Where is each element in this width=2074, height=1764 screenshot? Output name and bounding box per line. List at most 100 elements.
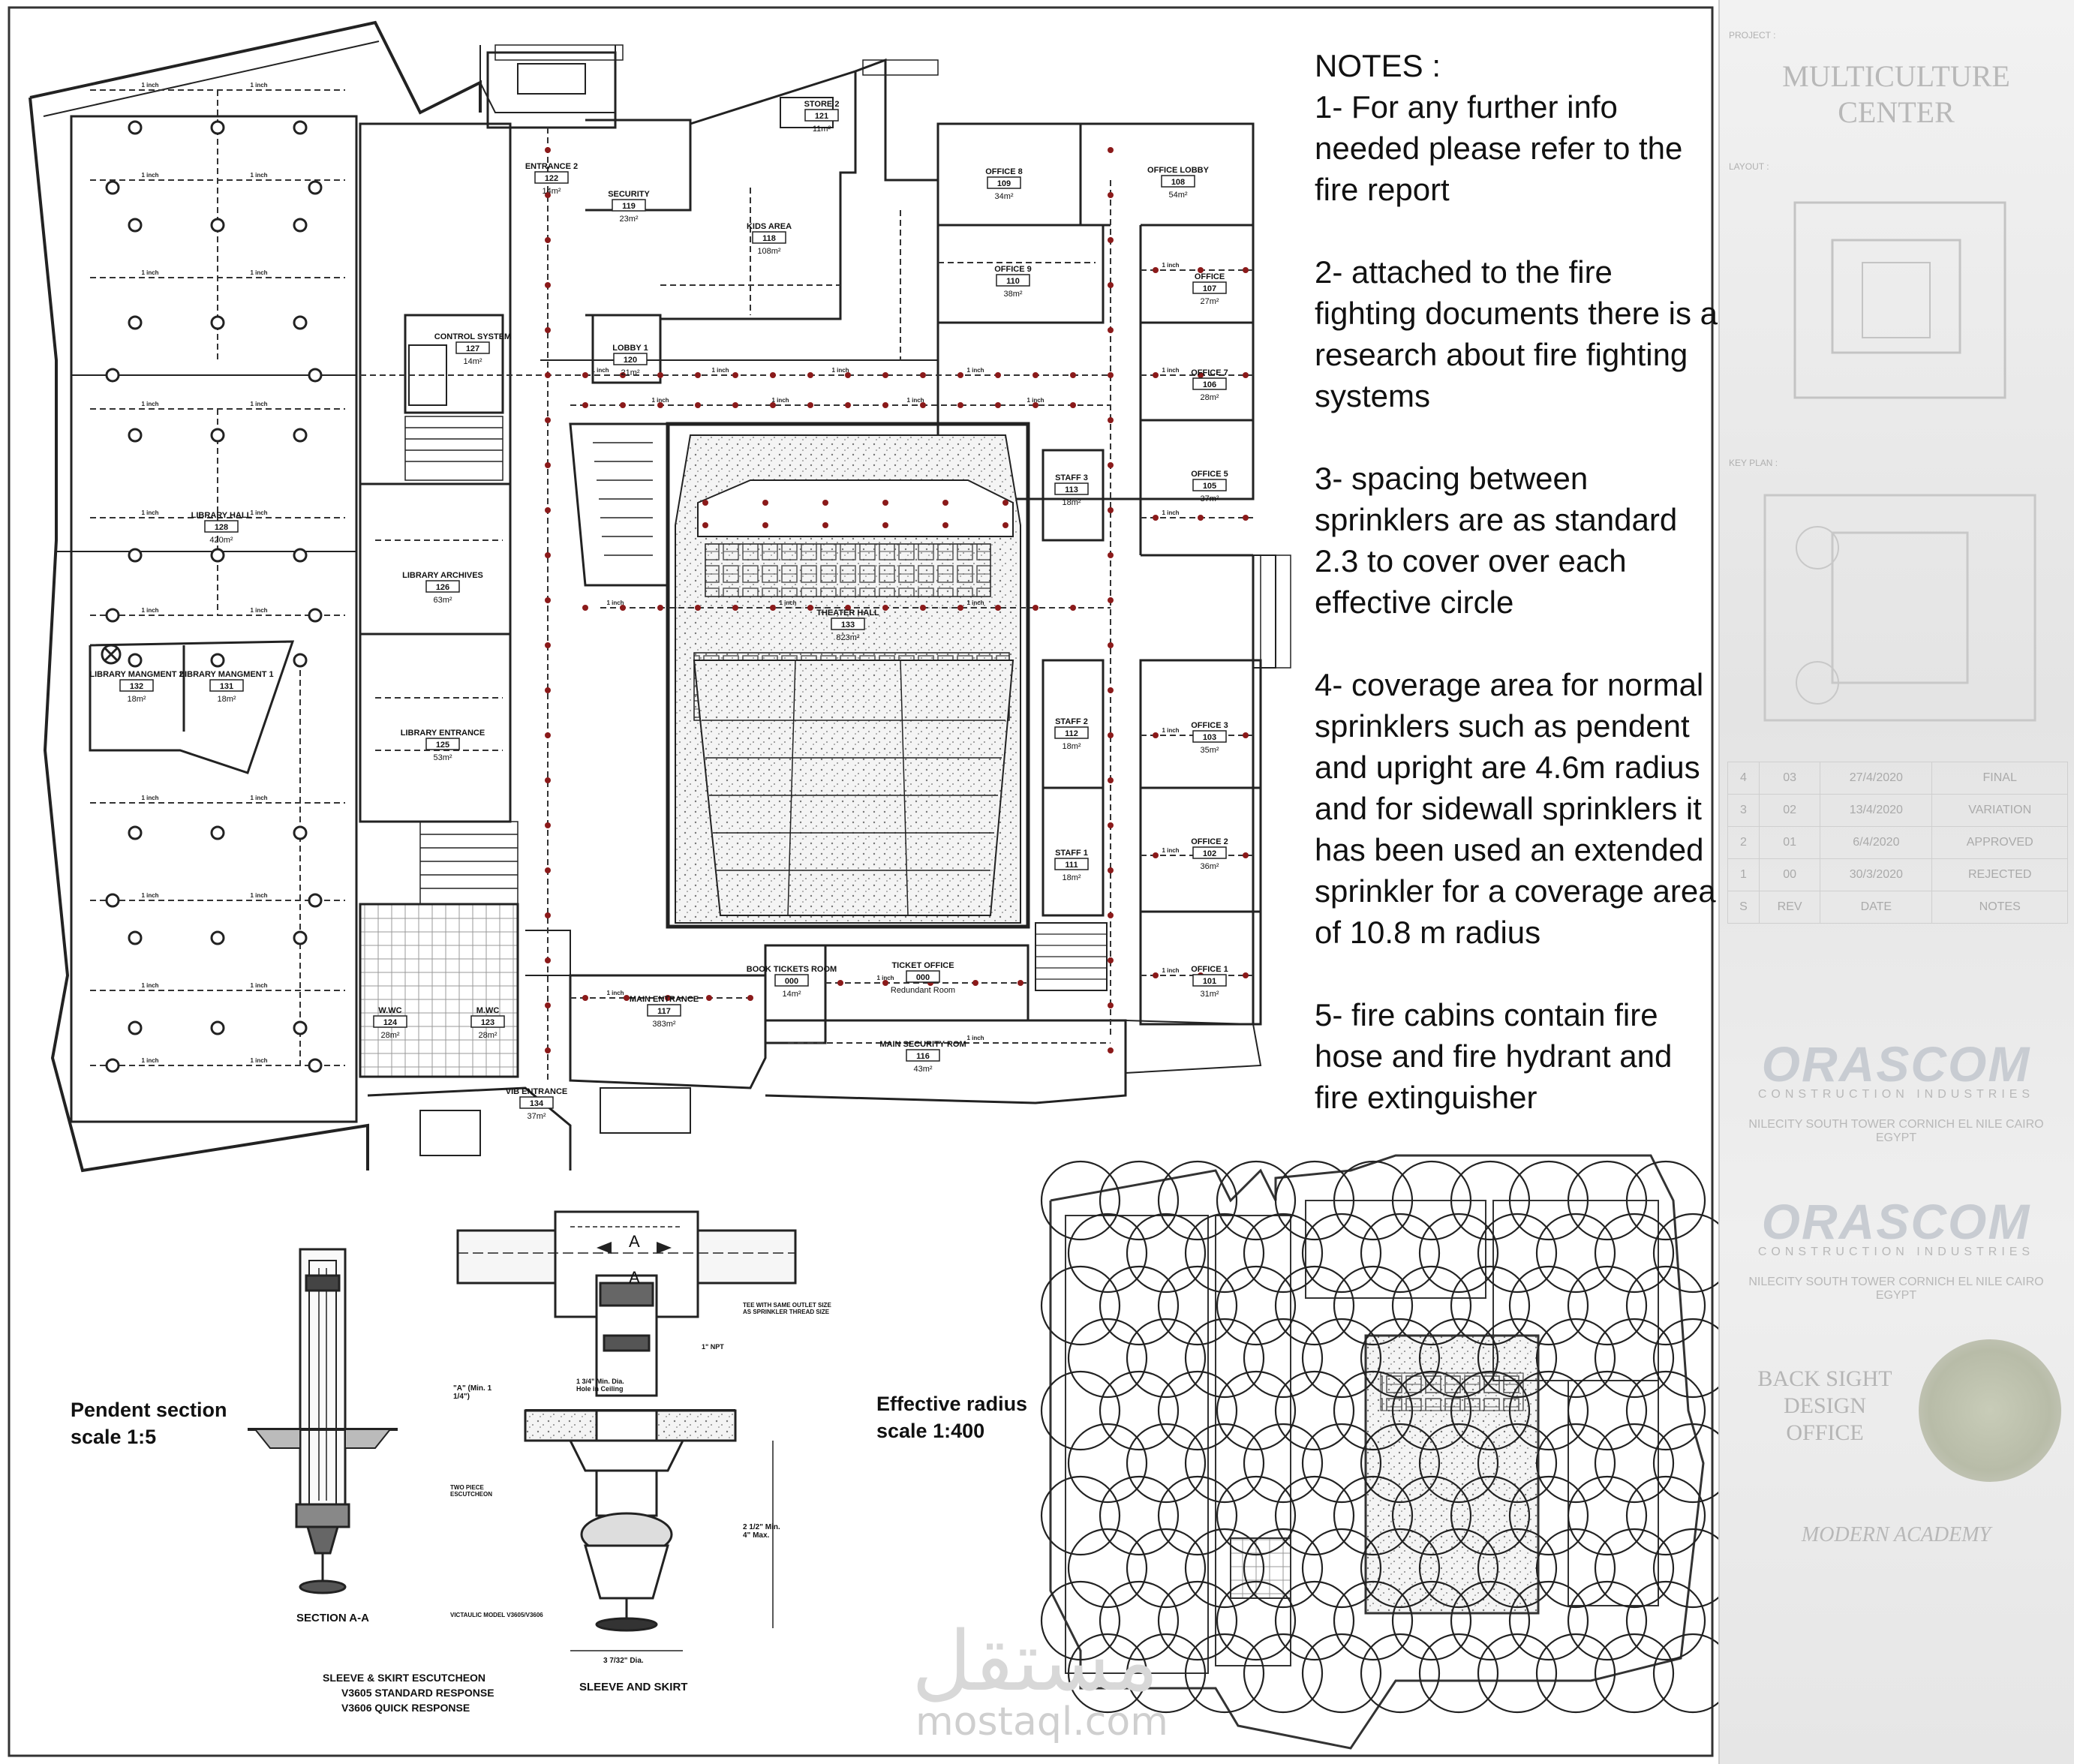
dim-npt-label: 1" NPT <box>702 1343 724 1351</box>
sprinkler-head-icon <box>545 192 551 198</box>
revision-cell: DATE <box>1820 891 1933 924</box>
coverage-circle <box>1594 1423 1675 1504</box>
coverage-circle <box>1274 1580 1355 1661</box>
coverage-circle <box>1067 1318 1148 1399</box>
room-area: 18m² <box>127 695 146 704</box>
coverage-circle <box>1360 1423 1441 1504</box>
coverage-circle <box>1067 1633 1148 1714</box>
sprinkler-head-icon <box>1243 972 1249 978</box>
room-number: 124 <box>383 1018 398 1027</box>
sprinkler-head-icon <box>210 930 225 945</box>
keyplan-label: KEY PLAN : <box>1729 458 1778 468</box>
sprinkler-head-icon <box>545 507 551 513</box>
room-number-box <box>425 580 460 593</box>
sprinkler-head-icon <box>210 428 225 443</box>
sprinkler-head-icon <box>308 368 323 383</box>
coverage-circle <box>1567 1580 1648 1661</box>
room-number-box <box>774 974 809 987</box>
note-2: 2- attached to the fire fighting documen… <box>1315 254 1718 413</box>
room-area: 823m² <box>836 633 860 642</box>
coverage-circle <box>1126 1318 1207 1399</box>
sprinkler-head-icon <box>1243 515 1249 521</box>
coverage-circle <box>1391 1160 1472 1241</box>
room-number-box <box>1192 377 1227 390</box>
effective-radius-scale: scale 1:400 <box>876 1420 985 1442</box>
coverage-circle <box>1450 1160 1531 1241</box>
sprinkler-head-icon <box>545 327 551 333</box>
coverage-circle <box>1184 1633 1265 1714</box>
notes-heading: NOTES : <box>1315 48 1441 83</box>
pipe-size-label: 1 inch <box>966 1035 984 1041</box>
coverage-circle <box>1099 1265 1180 1346</box>
sprinkler-head-icon <box>1198 515 1204 521</box>
sprinkler-head-icon <box>1108 822 1114 828</box>
room-name: LOBBY 1 <box>612 344 648 353</box>
coverage-circle <box>1216 1370 1297 1451</box>
sprinkler-head-icon <box>657 402 663 408</box>
room-name: SECURITY <box>608 190 650 199</box>
sprinkler-head-icon <box>822 500 828 506</box>
pipe-size-label: 1 inch <box>711 367 729 374</box>
coverage-circle <box>1301 1213 1382 1294</box>
coverage-circle <box>1333 1370 1414 1451</box>
coverage-circle <box>1594 1528 1675 1609</box>
room-number-box <box>996 274 1030 287</box>
coverage-circle <box>1360 1213 1441 1294</box>
sprinkler-head-icon <box>837 980 843 986</box>
pipe-size-label: 1 inch <box>606 600 624 606</box>
room-number-box <box>906 1049 940 1062</box>
room-number: 127 <box>466 344 479 353</box>
room-number: 113 <box>1065 485 1078 494</box>
sprinkler-head-icon <box>545 597 551 603</box>
sprinkler-head-icon <box>545 687 551 693</box>
sprinkler-head-icon <box>882 500 888 506</box>
sprinkler-head-icon <box>308 608 323 623</box>
room-number: 102 <box>1203 849 1216 858</box>
room-area: 18m² <box>1062 498 1081 507</box>
room-area: 18m² <box>1062 873 1081 882</box>
sprinkler-head-icon <box>882 522 888 528</box>
sprinkler-head-icon <box>1108 192 1114 198</box>
coverage-circle <box>1418 1213 1499 1294</box>
sprinkler-head-icon <box>545 867 551 873</box>
sleeve-title-1: SLEEVE & SKIRT ESCUTCHEON <box>323 1672 486 1684</box>
coverage-circle <box>1040 1160 1121 1241</box>
title-block: PROJECT : MULTICULTURE CENTER LAYOUT : K… <box>1718 0 2074 1764</box>
coverage-circle <box>1184 1213 1265 1294</box>
room-number: 103 <box>1203 733 1216 742</box>
sprinkler-head-icon <box>845 372 851 378</box>
room-area: 383m² <box>652 1020 676 1029</box>
room-number-box <box>1054 858 1089 870</box>
coverage-circle <box>1535 1318 1616 1399</box>
floor-plan <box>29 20 1291 1173</box>
dim-dia-label: 3 7/32" Dia. <box>603 1657 644 1665</box>
coverage-circle <box>1157 1265 1238 1346</box>
sprinkler-head-icon <box>770 605 776 611</box>
room-name: OFFICE 3 <box>1191 721 1228 730</box>
room-area: 54m² <box>1168 191 1187 200</box>
room-number-box <box>1192 846 1227 859</box>
sprinkler-head-icon <box>582 995 588 1001</box>
sprinkler-head-icon <box>105 608 120 623</box>
sprinkler-head-icon <box>128 428 143 443</box>
room-number-box <box>1054 482 1089 495</box>
sprinkler-head-icon <box>1198 267 1204 273</box>
sprinkler-head-icon <box>920 605 926 611</box>
room-number: 108 <box>1171 178 1185 187</box>
room-number: 111 <box>1065 861 1078 870</box>
coverage-circle <box>1126 1423 1207 1504</box>
watermark-arabic: مستقل <box>912 1613 1159 1709</box>
small-sprinkler-heads <box>545 147 1249 1053</box>
room-area: 18m² <box>1062 742 1081 751</box>
pipe-size-label: 1 inch <box>651 397 669 404</box>
coverage-circle <box>1243 1318 1324 1399</box>
revision-cell: NOTES <box>1931 891 2068 924</box>
sprinkler-head-icon <box>1108 327 1114 333</box>
coverage-circle <box>1594 1318 1675 1399</box>
sprinkler-head-icon <box>845 605 851 611</box>
coverage-circle <box>1418 1528 1499 1609</box>
sprinkler-head-icon <box>1108 507 1114 513</box>
